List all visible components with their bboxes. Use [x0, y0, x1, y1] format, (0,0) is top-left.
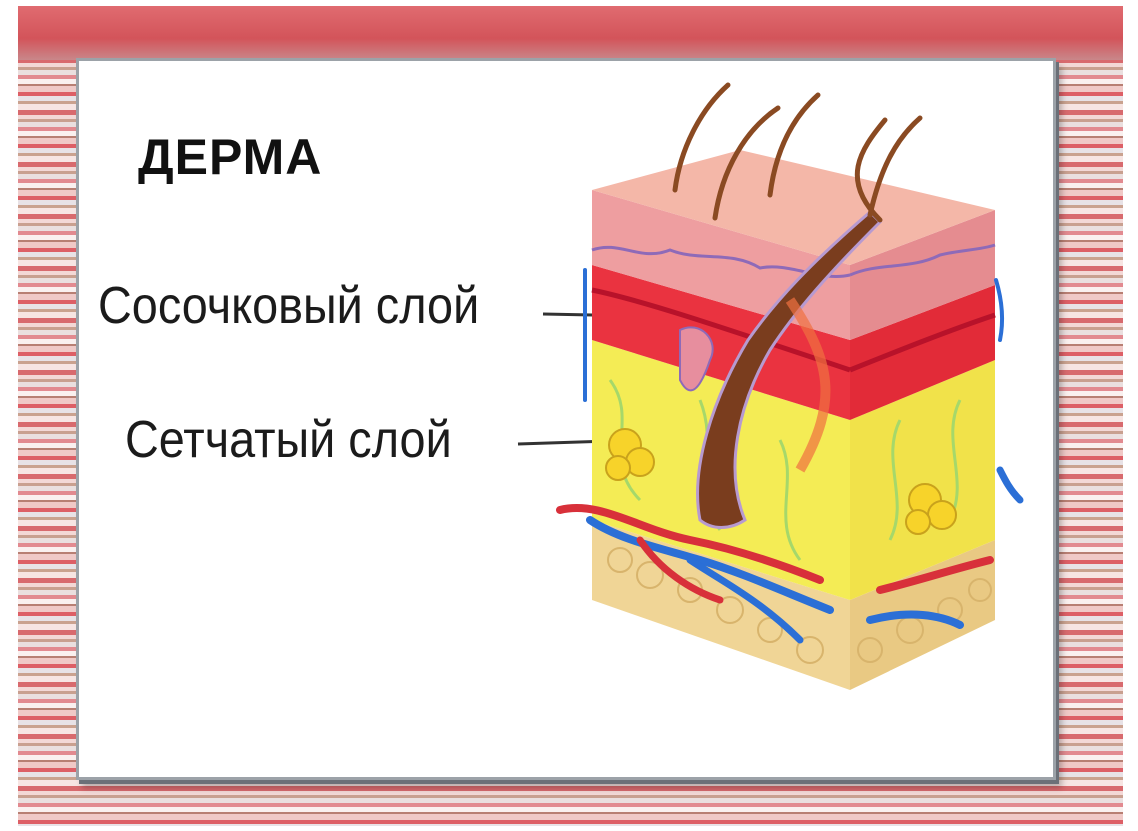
- skin-cross-section-illustration: [0, 0, 1138, 831]
